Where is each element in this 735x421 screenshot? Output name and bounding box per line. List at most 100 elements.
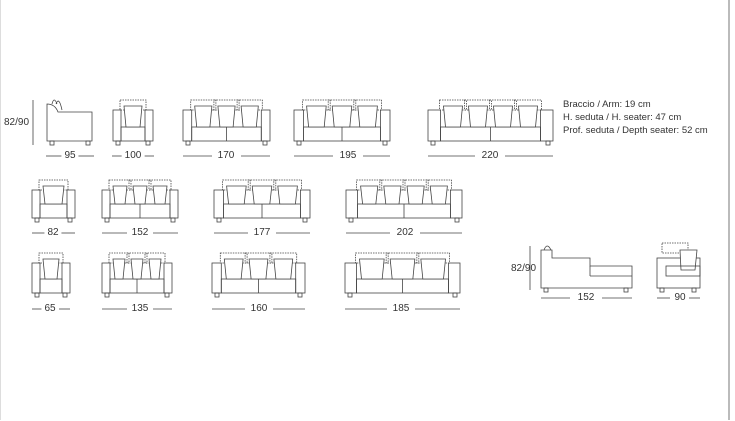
- pillow: [383, 185, 402, 205]
- sofa-seat: [120, 126, 146, 142]
- sofa-foot: [185, 140, 191, 146]
- sofa-side-view: [46, 103, 93, 142]
- sofa-arm: [540, 109, 554, 142]
- sofa-foot: [214, 292, 220, 298]
- width-label: 185: [389, 303, 413, 314]
- width-label: 202: [393, 227, 417, 238]
- width-label: 177: [250, 227, 274, 238]
- sofa-arm: [213, 189, 225, 219]
- sofa-foot: [170, 217, 176, 223]
- sofa-arm: [163, 262, 173, 294]
- pillow: [518, 105, 538, 128]
- pillow: [152, 185, 168, 205]
- pillow: [226, 185, 247, 205]
- sofa-seat: [39, 203, 68, 219]
- pillow: [248, 258, 269, 280]
- back-cushion-side: [543, 245, 552, 251]
- sofa-arm: [299, 189, 311, 219]
- sofa-arm: [345, 189, 359, 219]
- width-label: 170: [214, 150, 238, 161]
- sofa-arm: [101, 262, 111, 294]
- sofa-foot: [691, 287, 697, 293]
- sofa-arm: [293, 109, 305, 142]
- pillow: [251, 185, 273, 205]
- sofa-foot: [452, 292, 458, 298]
- sofa-foot: [302, 217, 308, 223]
- chaise-side-view: [540, 249, 633, 289]
- pillow: [331, 105, 353, 128]
- corner-seat: [665, 265, 701, 277]
- pillow: [112, 258, 126, 280]
- width-label: 195: [336, 150, 360, 161]
- width-label: 65: [41, 303, 59, 314]
- pillow: [429, 185, 448, 205]
- sofa-foot: [296, 140, 302, 146]
- sofa-foot: [543, 287, 549, 293]
- sofa-arm: [144, 109, 154, 142]
- height-label-chaise: 82/90: [511, 263, 537, 274]
- sofa-arm: [61, 262, 71, 294]
- width-label: 152: [128, 227, 152, 238]
- sofa-foot: [545, 140, 551, 146]
- back-cushion-side: [51, 99, 63, 111]
- sofa-foot: [297, 292, 303, 298]
- sofa-arm: [260, 109, 271, 142]
- sofa-foot: [67, 217, 73, 223]
- sofa-arm: [31, 189, 41, 219]
- sofa-arm: [66, 189, 76, 219]
- sofa-foot: [430, 140, 436, 146]
- pillow: [493, 105, 513, 128]
- spec-seat-height: H. seduta / H. seater: 47 cm: [563, 112, 682, 123]
- pillow: [443, 105, 463, 128]
- pillow: [420, 258, 446, 280]
- pillow: [389, 258, 416, 280]
- pillow: [679, 249, 698, 271]
- sofa-foot: [62, 292, 68, 298]
- width-label: 160: [247, 303, 271, 314]
- pillow: [130, 258, 144, 280]
- sofa-arm: [449, 189, 463, 219]
- width-label: 90: [671, 292, 689, 303]
- height-label: 82/90: [4, 117, 30, 128]
- width-label: 82: [44, 227, 62, 238]
- sofa-arm: [211, 262, 222, 294]
- spec-seat-depth: Prof. seduta / Depth seater: 52 cm: [563, 125, 708, 136]
- sofa-foot: [623, 287, 629, 293]
- sofa-foot: [262, 140, 268, 146]
- sofa-foot: [34, 217, 40, 223]
- sofa-foot: [85, 140, 91, 146]
- sofa-foot: [454, 217, 460, 223]
- sofa-foot: [104, 217, 110, 223]
- width-label: 95: [61, 150, 79, 161]
- sofa-arm: [169, 189, 179, 219]
- sofa-foot: [382, 140, 388, 146]
- pillow: [468, 105, 488, 128]
- pillow: [223, 258, 244, 280]
- width-label: 135: [128, 303, 152, 314]
- sofa-arm: [101, 189, 111, 219]
- pillow: [360, 185, 379, 205]
- pillow: [273, 258, 294, 280]
- sofa-arm: [427, 109, 441, 142]
- spec-arm: Braccio / Arm: 19 cm: [563, 99, 651, 110]
- sofa-foot: [49, 140, 55, 146]
- pillow: [194, 105, 213, 128]
- sofa-foot: [145, 140, 151, 146]
- pillow: [42, 185, 65, 205]
- sofa-arm: [344, 262, 357, 294]
- sofa-arm: [112, 109, 122, 142]
- sofa-foot: [659, 287, 665, 293]
- sofa-arm: [295, 262, 306, 294]
- sofa-arm: [379, 109, 391, 142]
- pillow: [132, 185, 148, 205]
- pillow: [277, 185, 298, 205]
- pillow: [217, 105, 236, 128]
- sofa-foot: [164, 292, 170, 298]
- width-label: 220: [478, 150, 502, 161]
- pillow: [123, 105, 143, 128]
- sofa-arm: [31, 262, 41, 294]
- back-cushion: [661, 242, 689, 254]
- sofa-foot: [347, 292, 353, 298]
- sofa-seat: [39, 278, 63, 294]
